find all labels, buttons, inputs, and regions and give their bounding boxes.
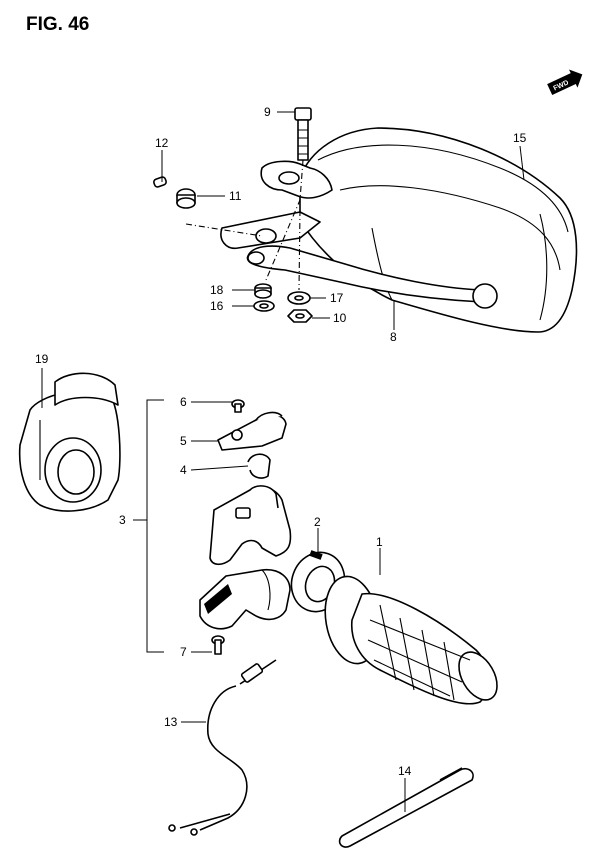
leader-lines: [41, 111, 525, 812]
callout-10: 10: [333, 311, 347, 325]
callout-4: 4: [180, 463, 187, 477]
cable-plate-5: [217, 411, 287, 451]
clip-4: [247, 453, 271, 479]
bolt-9: [294, 107, 312, 161]
callout-9: 9: [264, 105, 271, 119]
callout-18: 18: [210, 283, 224, 297]
callout-8: 8: [390, 330, 397, 344]
collar-18: [254, 283, 272, 299]
callout-6: 6: [180, 395, 187, 409]
callout-5: 5: [180, 434, 187, 448]
callout-16: 16: [210, 299, 224, 313]
throttle-assembly-bracket: [133, 399, 164, 653]
callout-13: 13: [164, 715, 178, 729]
callout-3: 3: [119, 513, 126, 527]
callout-14: 14: [398, 764, 412, 778]
washer-16: [253, 300, 275, 312]
callout-1: 1: [376, 535, 383, 549]
screw-6: [231, 399, 245, 413]
callout-12: 12: [155, 136, 169, 150]
screw-7: [211, 635, 225, 655]
callout-15: 15: [513, 131, 527, 145]
pin-12: [153, 176, 167, 188]
nut-10: [287, 309, 313, 323]
guard-bracket: [220, 160, 498, 309]
grommet-11: [176, 188, 196, 209]
switch-wire-13: [168, 659, 277, 836]
switch-housing-19: [18, 372, 121, 512]
forward-arrow-icon: FWD: [547, 69, 583, 96]
throttle-grip-1: [324, 575, 498, 705]
assembly-guides: [185, 159, 304, 291]
callout-7: 7: [180, 645, 187, 659]
throttle-case-lower: [199, 568, 291, 630]
figure-title: FIG. 46: [26, 14, 89, 35]
callout-19: 19: [35, 352, 49, 366]
callout-labels: 1 2 3 4 5 6 7 8 9 10 11 12 13 14 15 16 1…: [35, 105, 527, 778]
throttle-case-upper: [209, 485, 292, 566]
washer-17: [287, 291, 311, 305]
callout-11: 11: [229, 189, 242, 203]
callout-2: 2: [314, 515, 321, 529]
callout-17: 17: [330, 291, 344, 305]
cable-band-14: [338, 767, 474, 848]
